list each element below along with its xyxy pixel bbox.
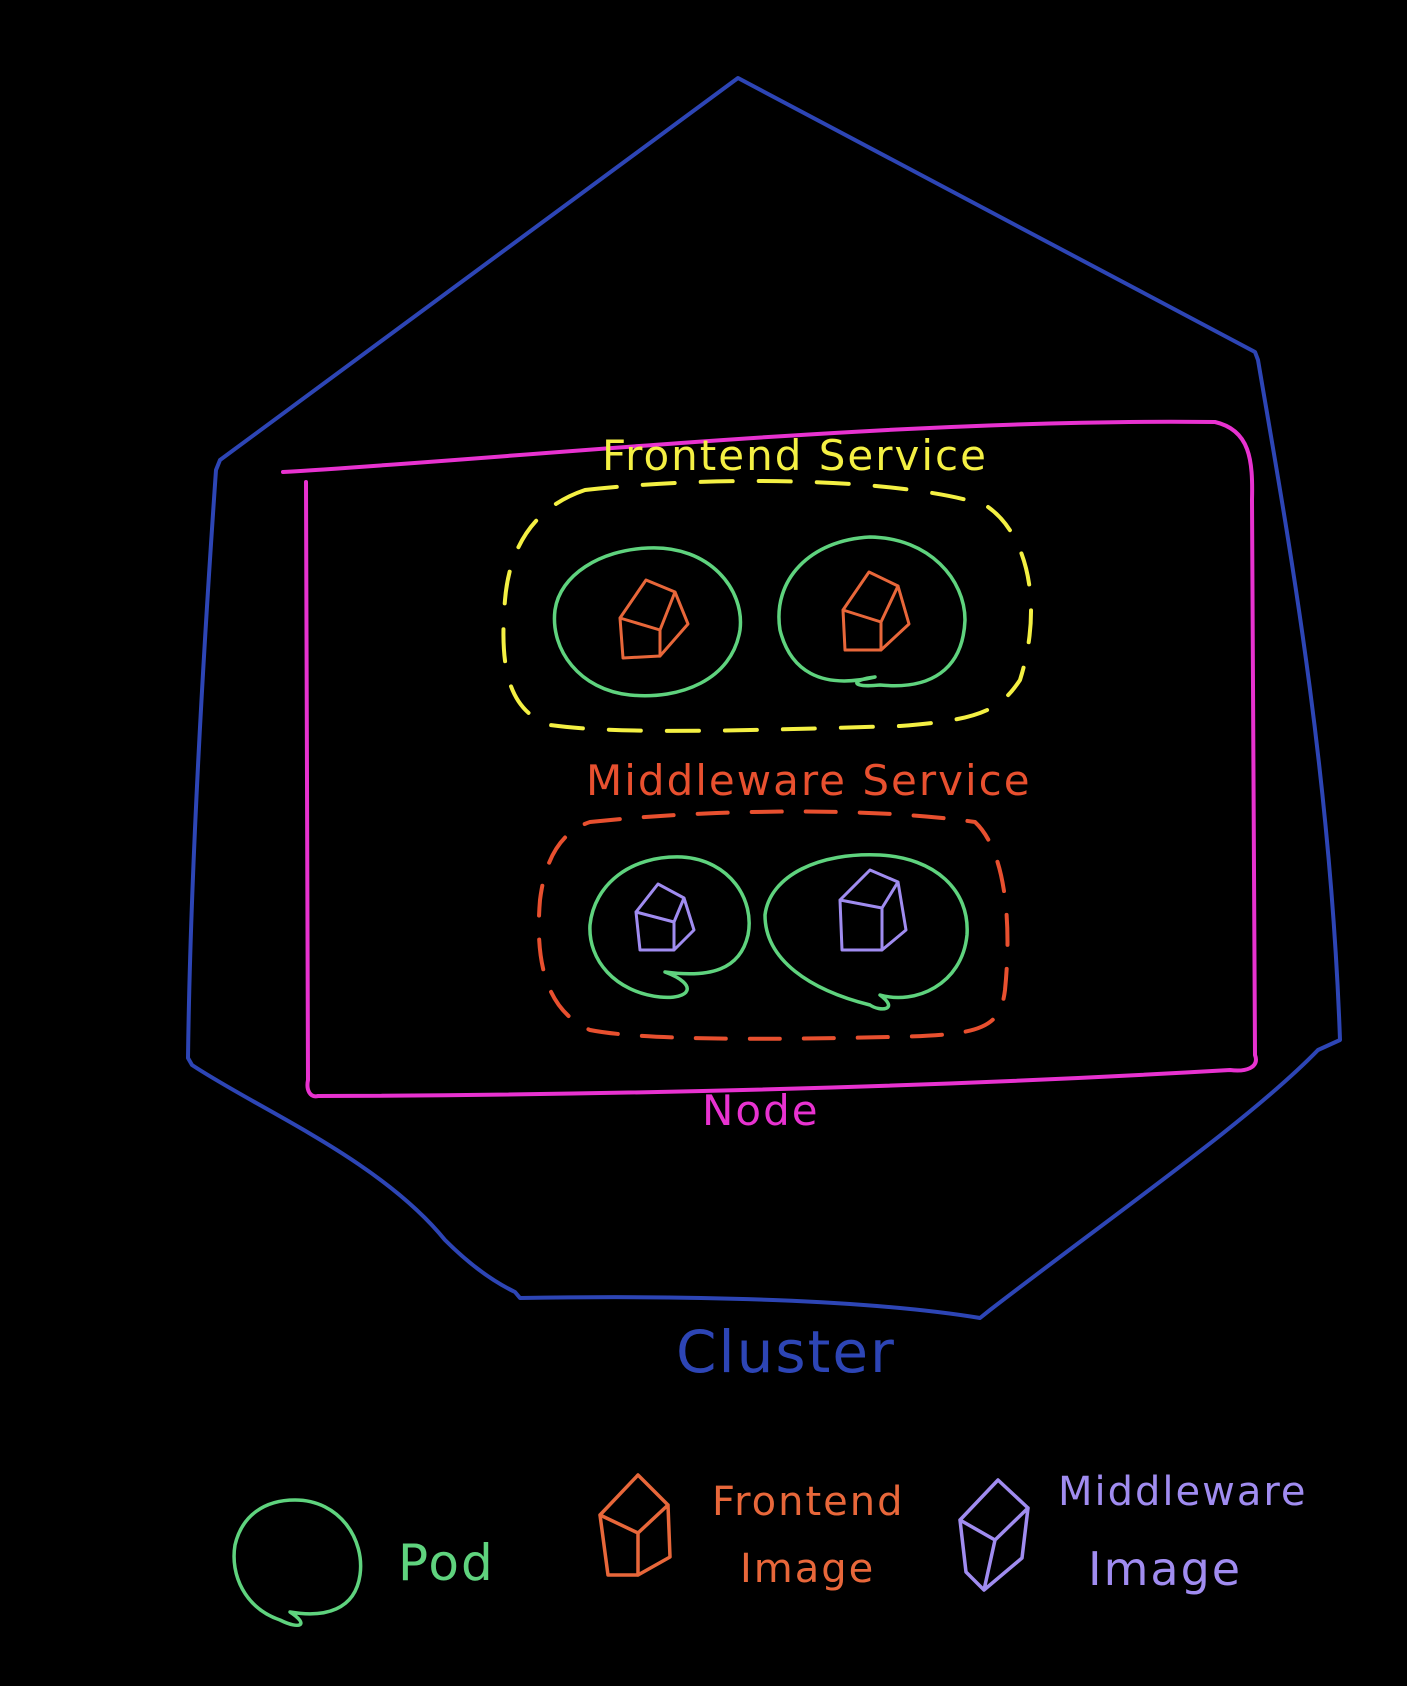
cluster-boundary [186,76,1342,1320]
frontend-image-legend-icon [598,1473,672,1577]
pod-legend-icon [232,1498,363,1628]
middleware-service-label: Middleware Service [586,756,1032,805]
middleware-image-legend-label-line1: Middleware [1058,1469,1308,1515]
frontend-image-cube-icon [841,570,911,652]
frontend-service-label: Frontend Service [602,431,988,480]
node-boundary [281,419,1258,1099]
pod-legend-label: Pod [398,1534,495,1592]
cluster-label: Cluster [676,1318,896,1386]
middleware-image-legend-label-line2: Image [1088,1542,1242,1596]
pod-icon [552,546,743,698]
legend: Pod Frontend Image Middleware Image [232,1469,1308,1628]
node-label: Node [702,1086,820,1135]
pod-icon [777,535,967,688]
frontend-service-boundary [501,479,1033,733]
pod-icon [763,853,969,1011]
middleware-image-cube-icon [838,868,908,952]
pod-icon [588,855,751,1000]
middleware-image-legend-icon [958,1478,1030,1592]
middleware-image-cube-icon [634,882,696,952]
middleware-service-boundary [536,809,1010,1041]
frontend-image-legend-label-line1: Frontend [712,1479,905,1525]
frontend-image-cube-icon [618,578,690,660]
frontend-image-legend-label-line2: Image [740,1546,875,1592]
